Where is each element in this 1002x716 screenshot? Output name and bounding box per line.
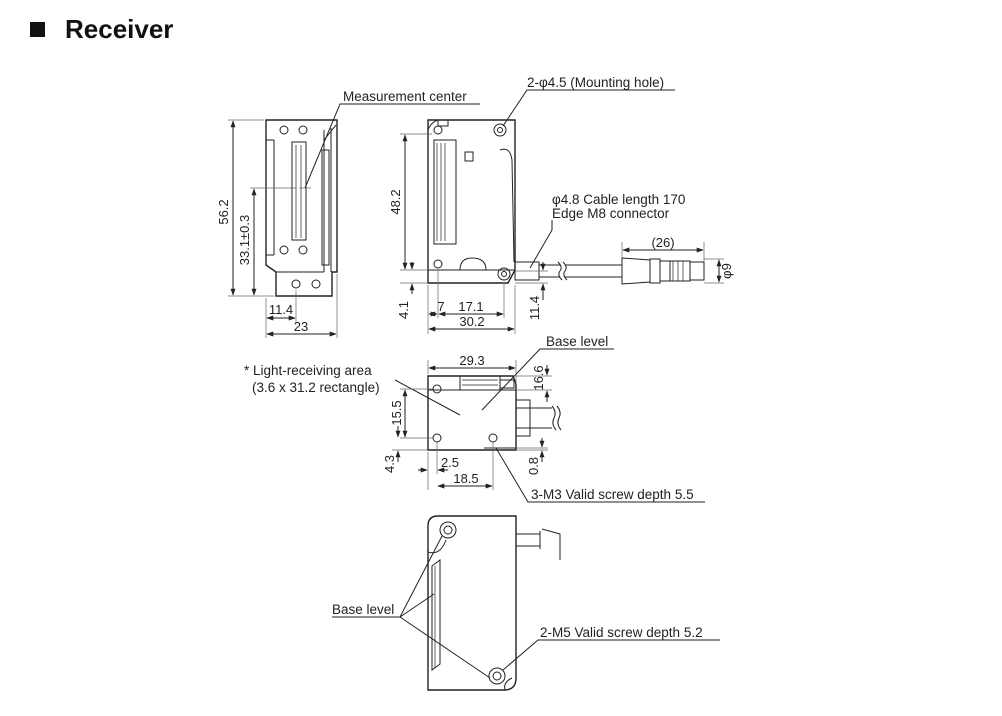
dim-top-hole-span: 18.5 bbox=[453, 471, 478, 486]
section-title: Receiver bbox=[30, 12, 173, 46]
front-view bbox=[400, 89, 724, 334]
light-area-label: * Light-receiving area bbox=[244, 363, 372, 378]
dim-front-base: 4.1 bbox=[396, 301, 411, 319]
dim-top-hole-x: 2.5 bbox=[441, 455, 459, 470]
dim-top-small: 0.8 bbox=[526, 457, 541, 475]
dim-connector-length: (26) bbox=[651, 235, 674, 250]
title-bullet-icon bbox=[30, 21, 45, 37]
top-view bbox=[392, 348, 705, 503]
side-view bbox=[228, 103, 480, 338]
dim-top-width: 29.3 bbox=[459, 353, 484, 368]
dim-top-right: 16.6 bbox=[531, 365, 546, 390]
connector-spec-label: Edge M8 connector bbox=[552, 206, 670, 221]
dim-connector-dia: φ9 bbox=[719, 263, 734, 279]
dim-front-mid: 17.1 bbox=[458, 299, 483, 314]
m5-screw-label: 2-M5 Valid screw depth 5.2 bbox=[540, 625, 703, 640]
dim-side-height: 56.2 bbox=[216, 199, 231, 224]
dim-front-cable-height: 11.4 bbox=[527, 296, 542, 320]
dim-side-width: 23 bbox=[294, 319, 308, 334]
dim-side-center: 33.1±0.3 bbox=[237, 215, 252, 266]
bottom-view bbox=[332, 515, 720, 691]
m3-screw-label: 3-M3 Valid screw depth 5.5 bbox=[531, 487, 694, 502]
dim-top-offset: 4.3 bbox=[382, 455, 397, 473]
dim-front-width: 30.2 bbox=[459, 314, 484, 329]
dim-top-height: 15.5 bbox=[389, 400, 404, 425]
title-text: Receiver bbox=[65, 13, 174, 44]
dim-side-offset: 11.4 bbox=[269, 302, 293, 317]
cable-spec-label: φ4.8 Cable length 170 bbox=[552, 192, 685, 207]
light-area-size-label: (3.6 x 31.2 rectangle) bbox=[252, 380, 380, 395]
base-level-label-bottom: Base level bbox=[332, 602, 394, 617]
measurement-center-label: Measurement center bbox=[343, 89, 467, 104]
dim-front-height: 48.2 bbox=[388, 189, 403, 214]
dim-front-left: 7 bbox=[437, 299, 444, 314]
base-level-label-top: Base level bbox=[546, 334, 608, 349]
mounting-hole-label: 2-φ4.5 (Mounting hole) bbox=[527, 75, 664, 90]
